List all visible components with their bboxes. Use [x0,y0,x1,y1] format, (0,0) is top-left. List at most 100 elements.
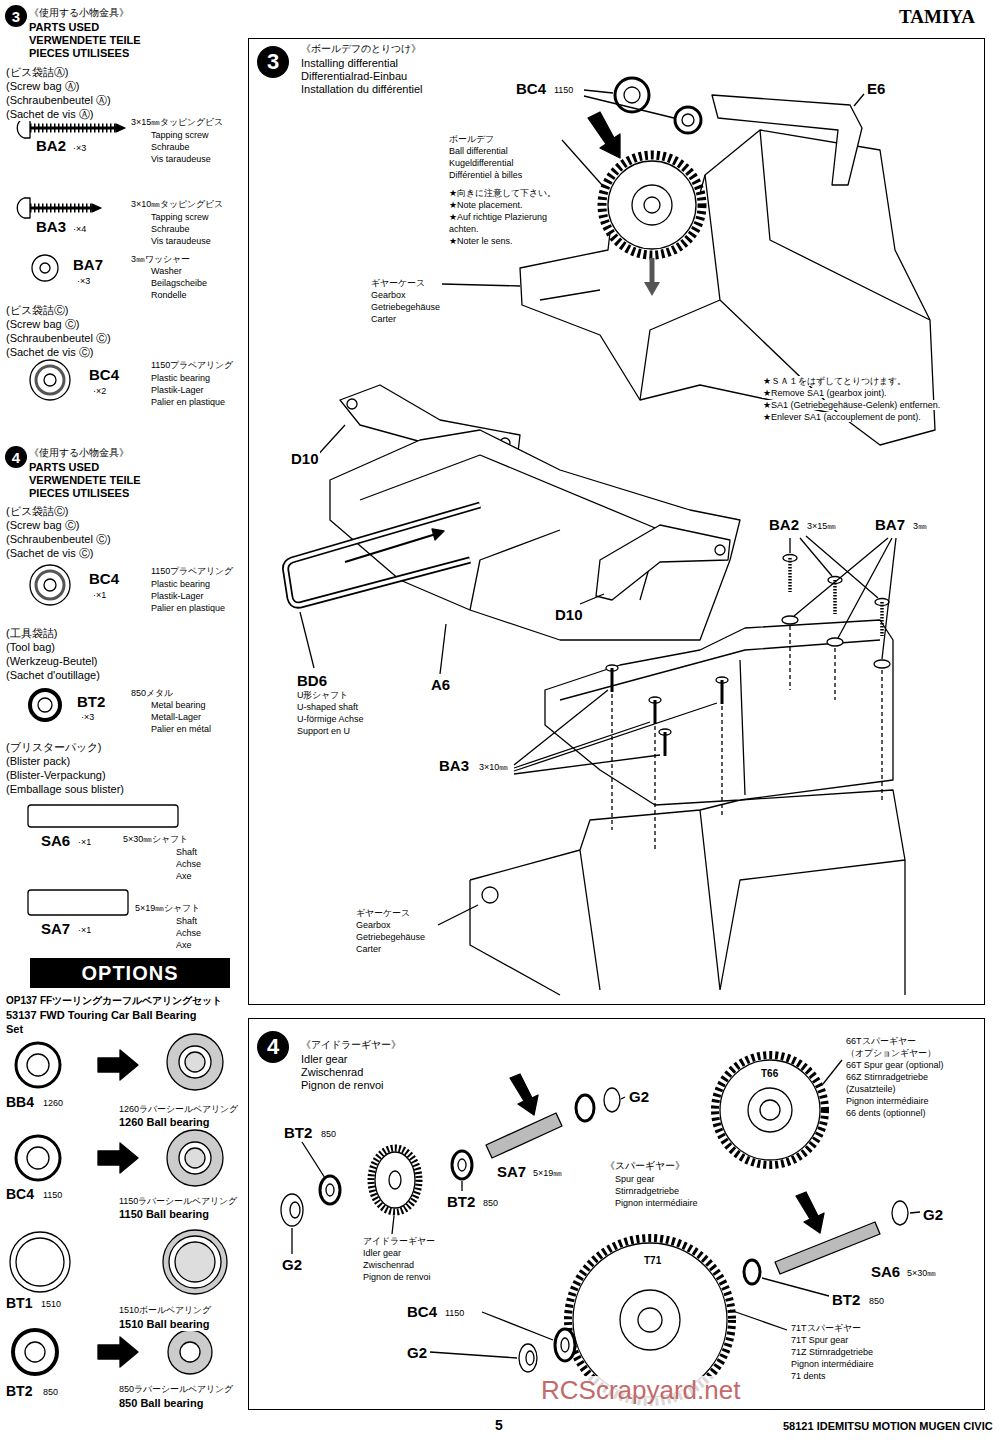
label: (Sachet de vis Ⓒ) [5,547,94,560]
drawing-part [721,680,724,704]
idler-assembly [281,1074,620,1226]
drawing-part [540,130,930,415]
step-heading: Pignon de renvoi [301,1079,384,1092]
drawing-part [555,1329,575,1361]
label: 71Tスパーギヤー [790,1323,862,1333]
label: 850ラバーシールベアリング [118,1384,234,1394]
drawing-part [624,87,640,103]
label: (Sachet de vis Ⓐ) [5,108,94,121]
option-bt1 [10,1230,227,1294]
label: (Tool bag) [5,641,56,654]
label: Getriebegehäuse [355,932,426,942]
watermark: RCScrapyard.net [540,1376,741,1406]
label: BA7 [72,256,104,273]
label: Metall-Lager [150,712,202,722]
drawing-part [482,887,498,903]
label: 66Tスパーギヤー [845,1036,917,1046]
label: 《スパーギヤー》 [604,1160,686,1172]
chassis-a6 [330,430,740,640]
drawing-part [389,1171,401,1189]
leader-line [854,94,864,106]
drawing-part [175,1242,215,1282]
drawing-part [874,660,890,668]
label: ·×1 [92,590,107,600]
drawing-part [371,1148,419,1212]
label: 3㎜ [912,521,928,531]
label: ·×3 [80,712,95,722]
label: PIECES UTILISEES [28,487,130,500]
drawing-part [179,1142,211,1174]
label: 1260 [42,1098,64,1108]
drawing-part [30,127,116,130]
drawing-part [16,1238,64,1286]
label: ★SA1 (Getriebegehäuse-Gelenk) entfernen. [762,400,941,410]
drawing-part [163,1230,227,1294]
drawing-part [880,602,884,636]
leader-line [438,905,478,925]
label: BC4 [515,80,547,97]
label: ·×1 [77,837,92,847]
drawing-part [185,1052,205,1072]
label: 850 [320,1129,337,1139]
label: アイドラーギヤー [362,1236,436,1246]
step-number: 3 [257,46,289,78]
label: Tapping screw [150,130,210,140]
label: Plastik-Lager [150,385,205,395]
label: VERWENDETE TEILE [28,474,142,487]
drawing-part [320,1176,340,1204]
label: BD6 [296,672,328,689]
label: (Sachet d'outillage) [5,669,101,682]
label: Spur gear [614,1174,656,1184]
label: 3㎜ワッシャー [130,254,191,264]
label: BT2 [446,1193,476,1210]
drawing-part [775,1222,880,1274]
label: PARTS USED [28,21,100,34]
label: (工具袋詰) [5,627,58,640]
bearing-bc4 [30,360,70,400]
leader-line [430,1212,920,1358]
label: (Blister pack) [5,755,71,768]
leader-line [514,690,717,774]
drawing-part [682,114,694,126]
label: U-förmige Achse [296,714,365,724]
label: BT2 [831,1291,861,1308]
drawing-part [16,1043,60,1087]
label: U-shaped shaft [296,702,359,712]
arm-d10 [596,525,730,600]
label: Pignon de renvoi [362,1272,432,1282]
label: Gearbox [355,920,392,930]
shaft-sa7 [28,890,128,915]
drawing-part [10,1232,70,1292]
label: ギヤーケース [355,908,411,918]
label: （オプションギヤー） [845,1048,937,1058]
label: ·×1 [77,925,92,935]
step-heading: Installing differential [301,57,398,70]
label: 3×15㎜ [806,521,837,531]
drawing-part [36,366,64,394]
drawing-part [326,1184,334,1196]
label: Carter [355,944,382,954]
label: 3×15㎜タッピングビス [130,117,224,127]
drawing-part [27,1147,49,1169]
drawing-part [744,1260,760,1284]
step-heading: 《アイドラーギヤー》 [301,1039,401,1051]
label: ·×4 [72,224,87,234]
label: 850 [42,1387,59,1397]
drawing-part [644,282,660,296]
step-heading: Idler gear [301,1053,347,1066]
label: G2 [628,1088,650,1105]
label: 1150 [444,1308,465,1318]
drawing-part [833,580,837,614]
step-heading: Differentialrad-Einbau [301,70,407,83]
drawing-part [576,1095,594,1121]
drawing-part [16,1136,60,1180]
leader-line [584,90,674,118]
label: 5×19㎜ [532,1168,563,1178]
u-shaft-bd6 [286,505,480,605]
label: Stirnradgetriebe [614,1186,680,1196]
screw-ba3 [17,198,101,218]
drawing-part [179,1046,211,1078]
drawing-part [644,197,660,213]
step-number: 4 [257,1031,289,1063]
label: Pignon intermédiaire [614,1198,699,1208]
